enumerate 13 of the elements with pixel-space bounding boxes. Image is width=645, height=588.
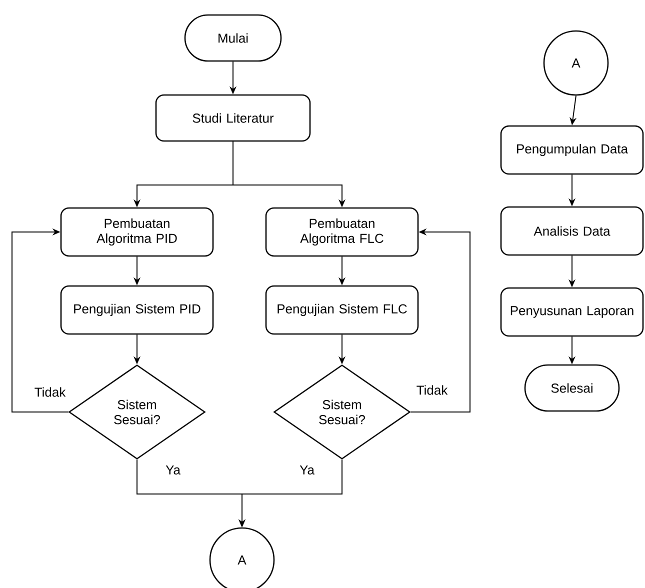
edge-label: Tidak bbox=[415, 384, 449, 396]
process-box: Studi Literatur bbox=[155, 94, 311, 142]
process-box: Pengumpulan Data bbox=[500, 125, 644, 175]
process-box: Pengujian Sistem FLC bbox=[265, 285, 419, 335]
process-box: Pengujian Sistem PID bbox=[60, 285, 214, 335]
edge-label: Ya bbox=[298, 464, 316, 476]
process-box: Pembuatan Algoritma PID bbox=[60, 207, 214, 257]
process-box: Pembuatan Algoritma FLC bbox=[265, 207, 419, 257]
edge-label: Tidak bbox=[33, 386, 67, 398]
process-box: Analisis Data bbox=[500, 206, 644, 256]
process-box: Penyusunan Laporan bbox=[500, 287, 644, 337]
arrow bbox=[12, 228, 69, 412]
edge-label: Ya bbox=[164, 464, 182, 476]
